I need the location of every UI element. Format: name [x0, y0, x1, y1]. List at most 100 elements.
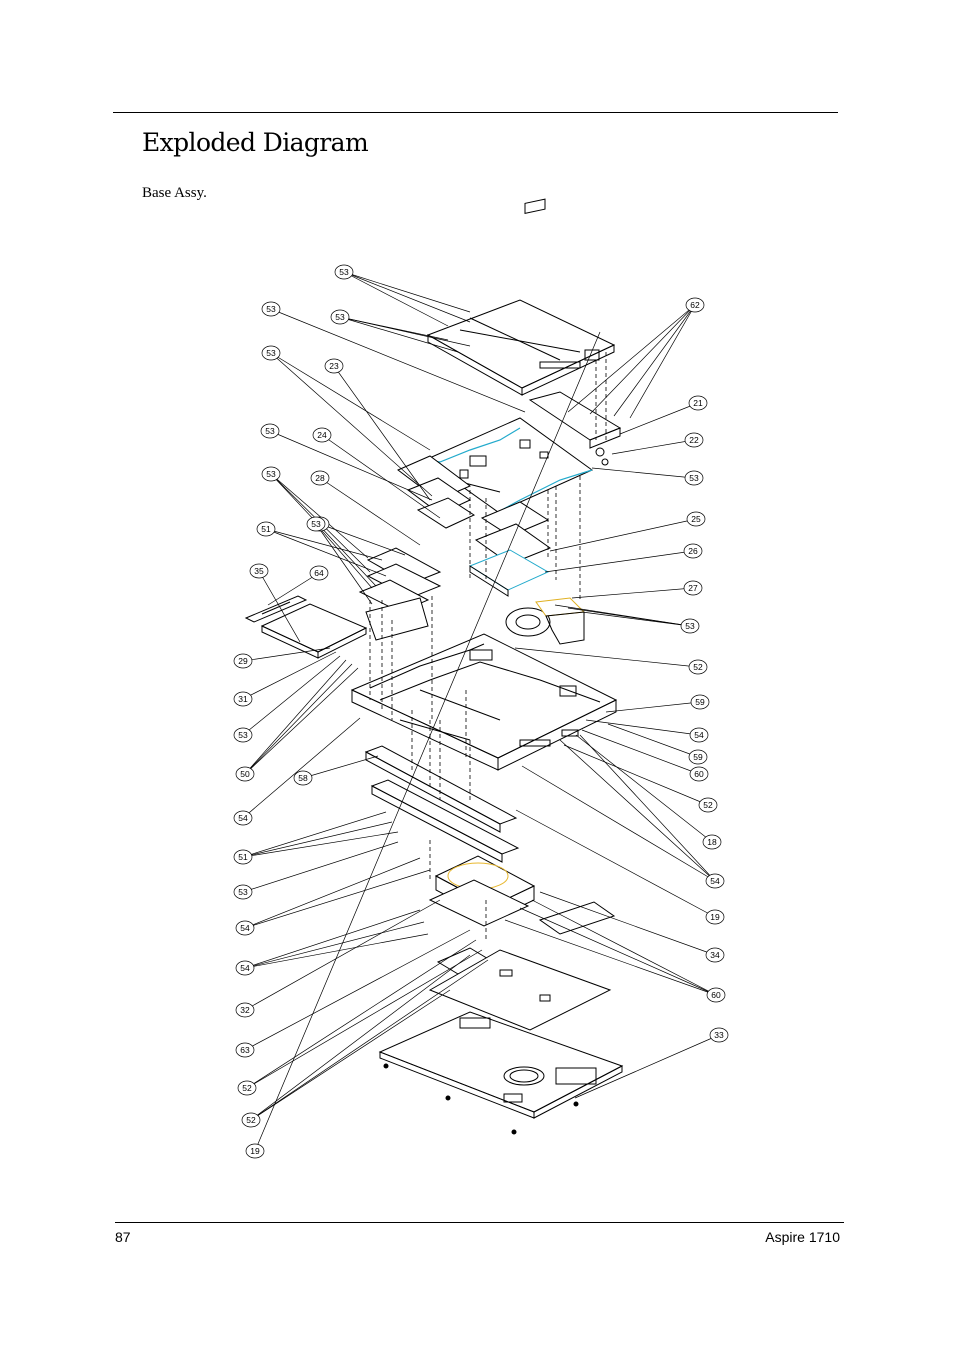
callout-label: 52 [703, 800, 713, 810]
callout-bubble [689, 727, 709, 743]
callout-label: 59 [695, 697, 705, 707]
callout-label: 54 [238, 813, 248, 823]
callout-label: 60 [694, 769, 704, 779]
part-fan-heatsink [505, 597, 586, 645]
part-shield-plate [428, 949, 612, 1031]
callout-leader [242, 717, 361, 819]
callout-label: 53 [266, 348, 276, 358]
callout-leader [270, 352, 431, 451]
callout-leader [581, 611, 691, 627]
callout-leader [611, 439, 695, 455]
callout-bubble [689, 766, 709, 782]
callout-leader [242, 651, 337, 700]
callout-bubble [705, 873, 725, 889]
callout-leader [244, 899, 441, 1011]
callout-label: 54 [694, 730, 704, 740]
callout-leader [581, 729, 700, 775]
part-bezel [244, 595, 308, 623]
callout-bubble [233, 810, 253, 826]
part-pcmcia-slots [397, 455, 476, 529]
callout-label: 52 [693, 662, 703, 672]
callout-bubble [684, 432, 704, 448]
callout-label: 32 [240, 1005, 250, 1015]
callout-leader [244, 929, 471, 1051]
part-hard-disk [428, 855, 536, 927]
callout-bubble [334, 264, 354, 280]
callout-label: 62 [690, 300, 700, 310]
callout-label: 53 [335, 312, 345, 322]
callout-leader [559, 739, 716, 882]
callout-bubble [324, 358, 344, 374]
callout-leader [242, 811, 387, 858]
callout-bubble [698, 797, 718, 813]
part-optical-drive [260, 597, 429, 659]
section-subtitle: Base Assy. [142, 185, 207, 201]
callout-leader [242, 655, 341, 736]
callout-label: 34 [710, 950, 720, 960]
callout-label: 51 [238, 852, 248, 862]
diagram-parts [244, 198, 624, 1135]
callout-leader [619, 402, 699, 435]
callout-leader [585, 719, 700, 736]
callout-label: 18 [707, 837, 717, 847]
part-io-bracket [426, 198, 616, 396]
callout-bubble [705, 909, 725, 925]
assembly-guides [369, 352, 607, 940]
callout-label: 53 [265, 426, 275, 436]
callout-label: 33 [714, 1030, 724, 1040]
callout-label: 26 [688, 546, 698, 556]
callout-label: 35 [254, 566, 264, 576]
callout-bubble [233, 653, 253, 669]
callout-bubble [705, 947, 725, 963]
callout-label: 54 [240, 923, 250, 933]
callout-bubble [688, 395, 708, 411]
callout-leader [250, 989, 451, 1121]
callout-label: 24 [317, 430, 327, 440]
callout-label: 53 [238, 730, 248, 740]
callout-leader [579, 734, 716, 882]
callout-leader [258, 570, 301, 643]
callout-leader [270, 308, 526, 413]
callout-label: 19 [710, 912, 720, 922]
callout-leader [265, 528, 387, 577]
callout-label: 54 [240, 963, 250, 973]
callout-leader [242, 841, 399, 893]
callout-leader [613, 304, 696, 417]
callout-label: 52 [242, 1083, 252, 1093]
callout-label: 53 [266, 304, 276, 314]
callout-bubble [261, 466, 281, 482]
callout-label: 63 [240, 1045, 250, 1055]
callout-leader [269, 430, 433, 501]
callout-leader [315, 523, 373, 605]
callout-leader [244, 663, 353, 775]
callout-label: 58 [298, 773, 308, 783]
callout-label: 52 [246, 1115, 256, 1125]
callout-bubble [245, 1143, 265, 1159]
callout-leader [267, 572, 320, 606]
callout-leader [244, 909, 421, 969]
callout-bubble [310, 470, 330, 486]
callout-leader [339, 316, 471, 347]
callout-leader [244, 933, 429, 969]
callout-bubble [309, 565, 329, 581]
callout-bubble [233, 884, 253, 900]
callout-leader [242, 647, 331, 662]
callout-bubble [261, 301, 281, 317]
callout-leader [574, 1034, 720, 1099]
callout-bubble [235, 920, 255, 936]
callout-leader [244, 921, 425, 969]
callout-bubble [237, 1080, 257, 1096]
callout-label: 64 [314, 568, 324, 578]
callout-leader [607, 723, 699, 758]
callout-bubble [235, 1042, 255, 1058]
callout-bubble [680, 618, 700, 634]
callout-label: 54 [710, 876, 720, 886]
callout-leader [567, 607, 691, 627]
callout-leader [343, 271, 449, 327]
callout-leader [242, 821, 393, 858]
callout-leader [567, 304, 696, 413]
callout-bubble [688, 659, 708, 675]
callout-leader [244, 869, 431, 929]
part-insulation [436, 901, 616, 975]
page-header-rule [113, 112, 838, 113]
